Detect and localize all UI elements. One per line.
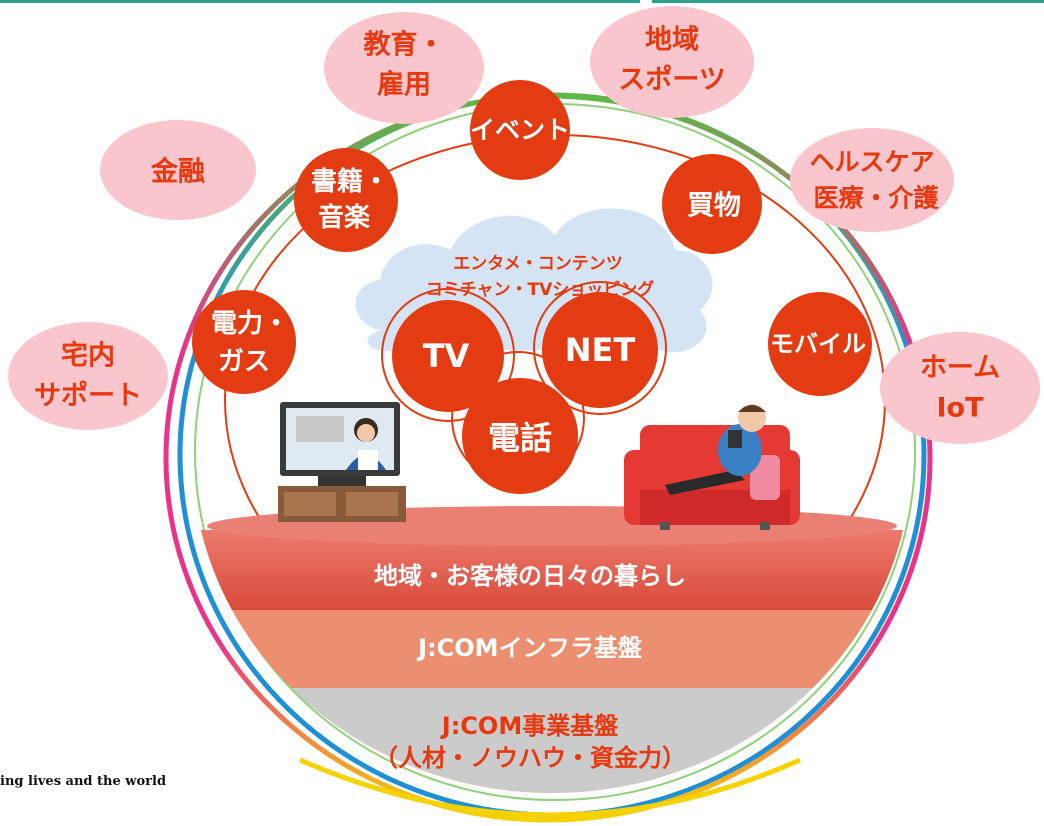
layer-infra-label: J:COMインフラ基盤 [416,634,643,662]
core-tv-text: TV [423,337,470,375]
service-power: 電力・ ガス [192,290,296,394]
service-mobile-text: モバイル [770,330,866,358]
topic-home-iot-text-2: IoT [936,393,984,424]
core-phone: 電話 [462,378,578,494]
service-power-text-2: ガス [218,347,270,377]
topic-health-text-1: ヘルスケア [809,148,934,177]
service-shopping-text: 買物 [687,191,741,222]
topic-sports-text-1: 地域 [645,25,699,56]
topic-education-text-1: 教育・ [364,29,445,61]
topic-sports: 地域 スポーツ [590,6,754,118]
topic-home-support: 宅内 サポート [8,322,168,430]
service-books: 書籍・ 音楽 [294,148,398,252]
layer-life-shape [192,530,912,610]
topic-health-text-2: 医療・介護 [813,184,939,213]
core-phone-text: 電話 [488,419,552,457]
topic-home-iot: ホーム IoT [880,332,1040,444]
service-event-text: イベント [470,116,570,145]
top-bar-gap [640,0,652,3]
service-event: イベント [470,80,570,180]
cloud-text-1: エンタメ・コンテンツ [453,254,623,274]
topic-finance: 金融 [100,120,256,220]
top-bar [0,0,1044,3]
core-net-text: NET [565,331,636,369]
sofa-illustration [624,404,800,530]
service-books-text-2: 音楽 [318,202,371,233]
topic-sports-text-2: スポーツ [618,65,725,96]
footer-caption: ing lives and the world [0,774,167,789]
service-mobile: モバイル [768,292,872,396]
topic-home-support-text-1: 宅内 [61,340,115,372]
tv-illustration [278,402,406,522]
topic-education-text-2: 雇用 [377,69,431,101]
topic-home-support-text-2: サポート [34,381,142,412]
layer-life-label: 地域・お客様の日々の暮らし [374,562,686,590]
layer-business-label-1: J:COM事業基盤 [440,712,619,740]
core-tv: TV [392,300,504,412]
topic-finance-text: 金融 [150,156,205,188]
topic-education: 教育・ 雇用 [324,12,484,124]
topic-health: ヘルスケア 医療・介護 [790,128,954,232]
service-books-text-1: 書籍・ [311,166,389,197]
core-net: NET [542,292,658,408]
topic-home-iot-text-1: ホーム [920,353,1000,384]
layer-infra-shape [192,610,912,688]
service-power-text-1: 電力・ [211,309,289,339]
service-shopping: 買物 [662,154,762,254]
layer-business-label-2: （人材・ノウハウ・資金力） [374,744,686,772]
